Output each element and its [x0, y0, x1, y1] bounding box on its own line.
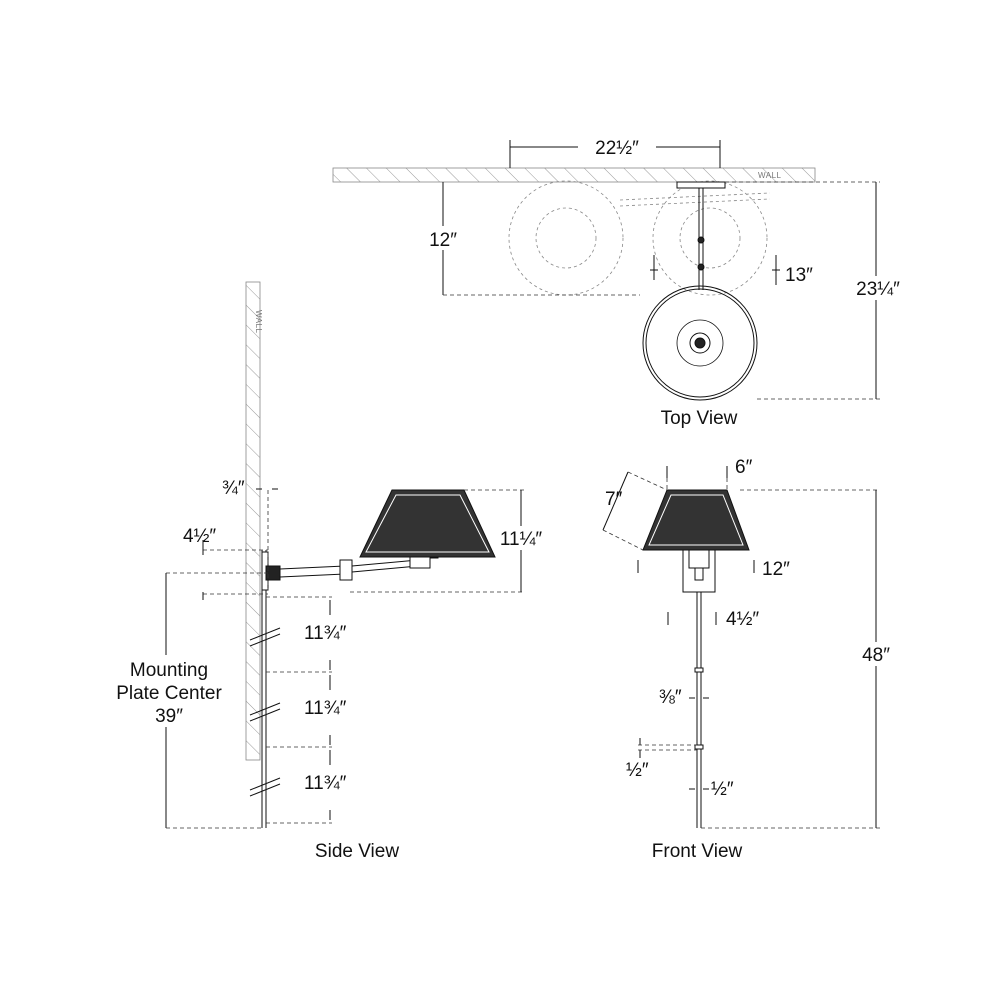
dim-top-width: 22½″: [595, 138, 639, 159]
dim-front-shade-bottom: 12″: [762, 559, 790, 580]
dim-front-shade-side: 7″: [605, 489, 623, 510]
side-view-label: Side View: [315, 841, 399, 862]
top-view-label: Top View: [661, 408, 738, 429]
front-shade: [642, 489, 750, 551]
dim-side-seg2: 11¾″: [304, 698, 347, 719]
ghost-shade-left-inner: [535, 207, 597, 269]
ghost-shade-mid-inner: [679, 207, 741, 269]
top-shade-rim: [645, 288, 755, 398]
dim-side-plate: 4½″: [183, 526, 216, 547]
dim-front-backplate: 4½″: [726, 609, 759, 630]
dim-side-seg1: 11¾″: [304, 623, 347, 644]
dim-front-shade-top: 6″: [735, 457, 753, 478]
mount-label-line1: Mounting: [130, 660, 208, 681]
dim-side-wall-offset: ¾″: [222, 478, 245, 499]
side-wall-label: WALL: [254, 310, 263, 334]
side-shade: [359, 489, 496, 558]
ghost-shade-mid: [652, 180, 768, 296]
top-view: WALL 22½″ 12″ 13″: [332, 136, 908, 429]
dim-front-overall: 48″: [862, 645, 890, 666]
front-view-label: Front View: [652, 841, 743, 862]
dim-side-seg3: 11¾″: [304, 773, 347, 794]
dim-top-projection: 12″: [429, 230, 457, 251]
top-wall: [332, 167, 816, 183]
dim-front-foot-width: ½″: [711, 779, 734, 800]
mount-label-value: 39″: [155, 706, 183, 727]
dim-top-extension: 23¼″: [856, 279, 900, 300]
top-shade-inner: [676, 319, 724, 367]
top-wall-plate: [676, 181, 726, 189]
front-view: 6″ 7″ 12″ 4½″ 48″ ⅜″ ½″ ½″ Fro: [602, 457, 902, 862]
top-wall-label: WALL: [758, 171, 782, 180]
side-arm-joint: [339, 559, 353, 581]
dim-top-gap: 13″: [785, 265, 813, 286]
side-wall: [245, 281, 261, 761]
dim-front-rod: ⅜″: [659, 687, 682, 708]
dim-front-foot-height: ½″: [626, 760, 649, 781]
dim-side-shade-height: 11¼″: [500, 529, 543, 550]
mount-label-line2: Plate Center: [116, 683, 222, 704]
top-shade-outer: [642, 285, 758, 401]
ghost-shade-left: [508, 180, 624, 296]
side-view: WALL ¾″ 4½″: [100, 281, 553, 862]
